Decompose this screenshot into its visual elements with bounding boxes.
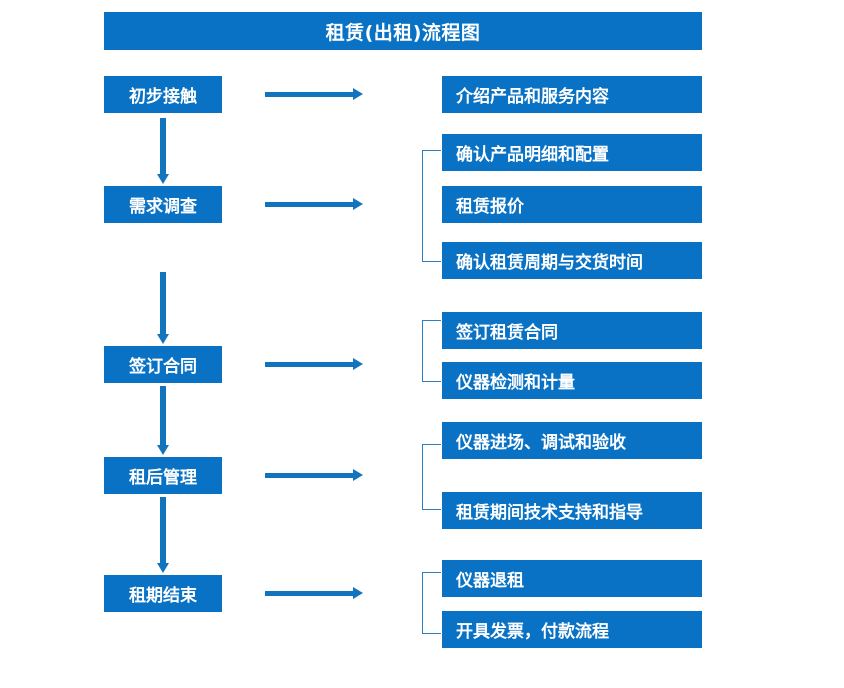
- stage-node-needs-survey[interactable]: 需求调查: [104, 186, 222, 223]
- detail-node-confirm-product-spec[interactable]: 确认产品明细和配置: [442, 134, 702, 171]
- connector-arrow-management-to-end: [157, 497, 169, 575]
- arrow-shaft: [265, 92, 353, 97]
- arrow-shaft: [265, 591, 353, 596]
- arrow-head: [353, 198, 363, 210]
- arrow-shaft: [265, 362, 353, 367]
- detail-node-confirm-period-delivery[interactable]: 确认租赁周期与交货时间: [442, 242, 702, 279]
- detail-node-technical-support-during-rental[interactable]: 租赁期间技术支持和指导: [442, 492, 702, 529]
- arrow-shaft: [160, 118, 166, 174]
- detail-node-rental-quotation[interactable]: 租赁报价: [442, 186, 702, 223]
- group-bracket-post-rental-management: [422, 444, 441, 510]
- branch-arrow-needs-survey: [265, 198, 363, 210]
- arrow-head: [157, 563, 169, 573]
- stage-node-post-rental-management[interactable]: 租后管理: [104, 457, 222, 494]
- connector-arrow-contract-to-management: [157, 386, 169, 457]
- stage-node-initial-contact[interactable]: 初步接触: [104, 76, 222, 113]
- group-bracket-lease-end: [422, 572, 441, 634]
- detail-node-instrument-entry-commissioning-acceptance[interactable]: 仪器进场、调试和验收: [442, 422, 702, 459]
- branch-arrow-initial-contact: [265, 88, 363, 100]
- arrow-head: [353, 88, 363, 100]
- arrow-head: [353, 587, 363, 599]
- group-bracket-sign-contract: [422, 320, 441, 382]
- arrow-shaft: [160, 272, 166, 334]
- arrow-shaft: [160, 386, 166, 445]
- arrow-head: [353, 358, 363, 370]
- arrow-shaft: [265, 473, 353, 478]
- detail-node-introduce-products-services[interactable]: 介绍产品和服务内容: [442, 76, 702, 113]
- arrow-head: [157, 334, 169, 344]
- connector-arrow-survey-to-contract: [157, 272, 169, 346]
- detail-node-instrument-return[interactable]: 仪器退租: [442, 560, 702, 597]
- detail-node-sign-rental-contract[interactable]: 签订租赁合同: [442, 312, 702, 349]
- group-bracket-needs-survey: [422, 150, 441, 262]
- stage-node-sign-contract[interactable]: 签订合同: [104, 346, 222, 383]
- branch-arrow-sign-contract: [265, 358, 363, 370]
- stage-node-lease-end[interactable]: 租期结束: [104, 575, 222, 612]
- arrow-shaft: [265, 202, 353, 207]
- arrow-head: [157, 445, 169, 455]
- arrow-head: [157, 174, 169, 184]
- diagram-title: 租赁(出租)流程图: [104, 12, 702, 50]
- arrow-shaft: [160, 497, 166, 563]
- detail-node-invoice-payment-process[interactable]: 开具发票，付款流程: [442, 611, 702, 648]
- branch-arrow-lease-end: [265, 587, 363, 599]
- detail-node-instrument-inspection-metering[interactable]: 仪器检测和计量: [442, 362, 702, 399]
- arrow-head: [353, 469, 363, 481]
- connector-arrow-initial-to-survey: [157, 118, 169, 186]
- branch-arrow-post-rental-management: [265, 469, 363, 481]
